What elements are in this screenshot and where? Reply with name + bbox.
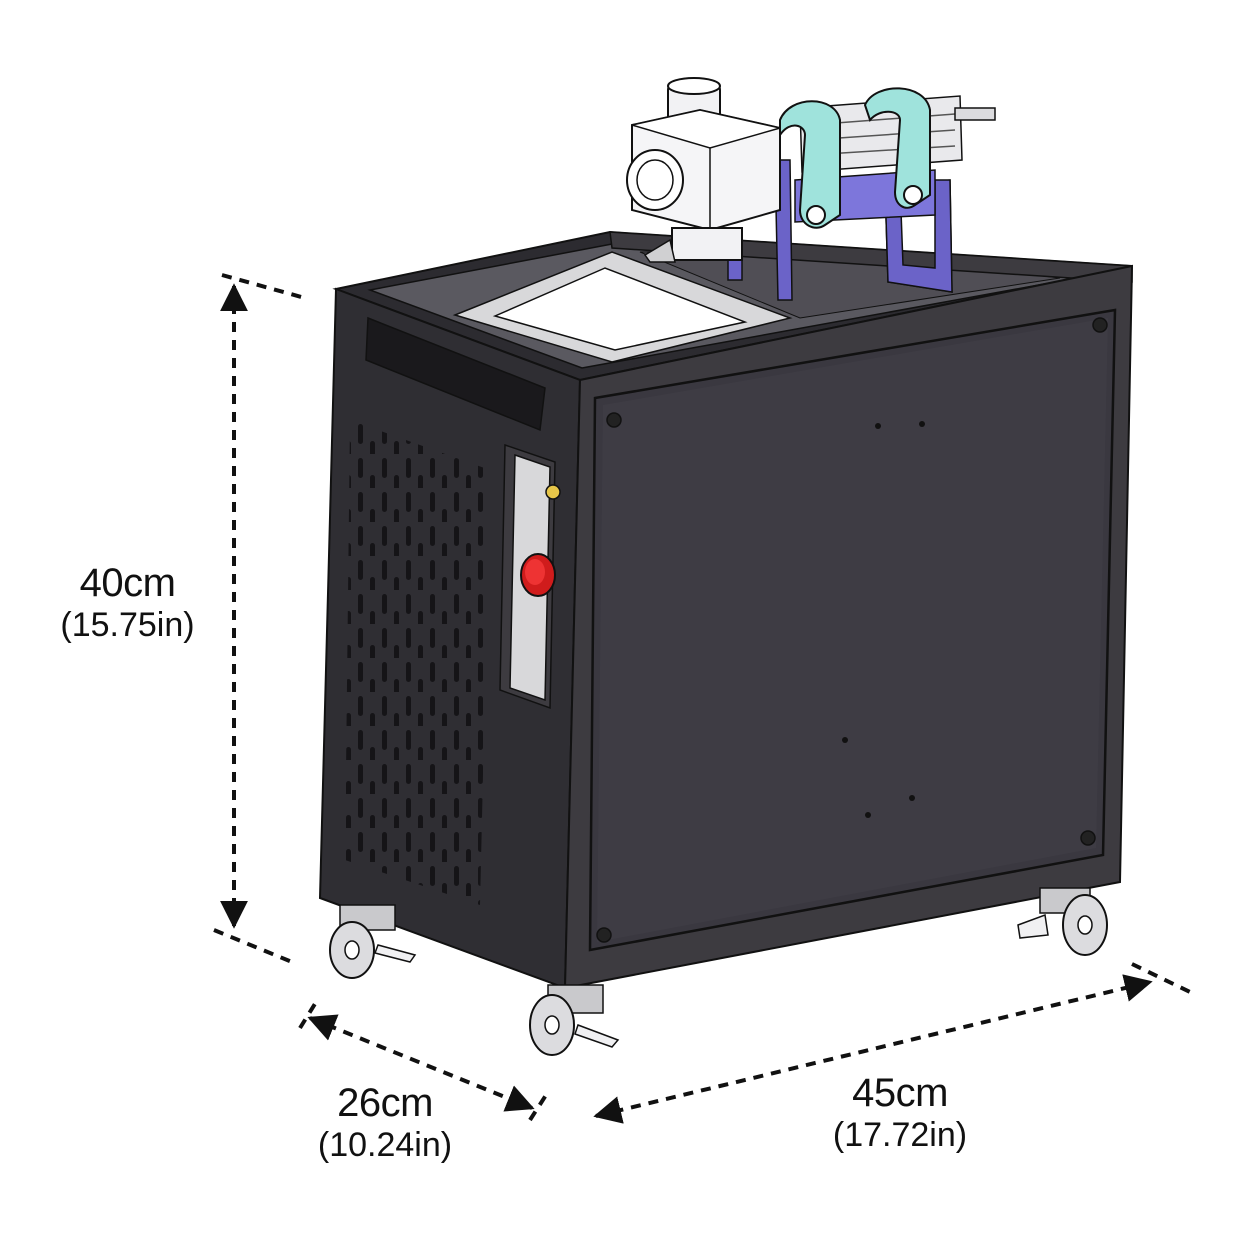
caster-wheel-icon [329, 904, 417, 979]
width-dimension-arrow-icon [593, 962, 1191, 1124]
height-imperial: (15.75in) [60, 606, 195, 644]
clamp-front [779, 100, 841, 229]
depth-metric: 26cm [337, 1081, 433, 1125]
width-imperial: (17.72in) [832, 1116, 968, 1154]
emergency-stop-button-icon [520, 553, 556, 597]
clamp-rear [863, 87, 931, 209]
depth-imperial: (10.24in) [317, 1126, 453, 1164]
width-metric: 45cm [852, 1071, 948, 1115]
height-dimension-label: 40cm (15.75in) [40, 560, 215, 645]
height-metric: 40cm [79, 561, 176, 605]
height-dimension-arrow-icon [213, 273, 306, 964]
depth-dimension-arrow-icon [298, 997, 550, 1122]
caster-wheel-icon [1017, 887, 1108, 956]
depth-dimension-label: 26cm (10.24in) [290, 1080, 480, 1165]
width-dimension-label: 45cm (17.72in) [800, 1070, 1000, 1155]
cabinet-front-panel [563, 264, 1134, 990]
laser-head-icon [626, 77, 781, 263]
caster-wheel-icon [529, 984, 620, 1056]
